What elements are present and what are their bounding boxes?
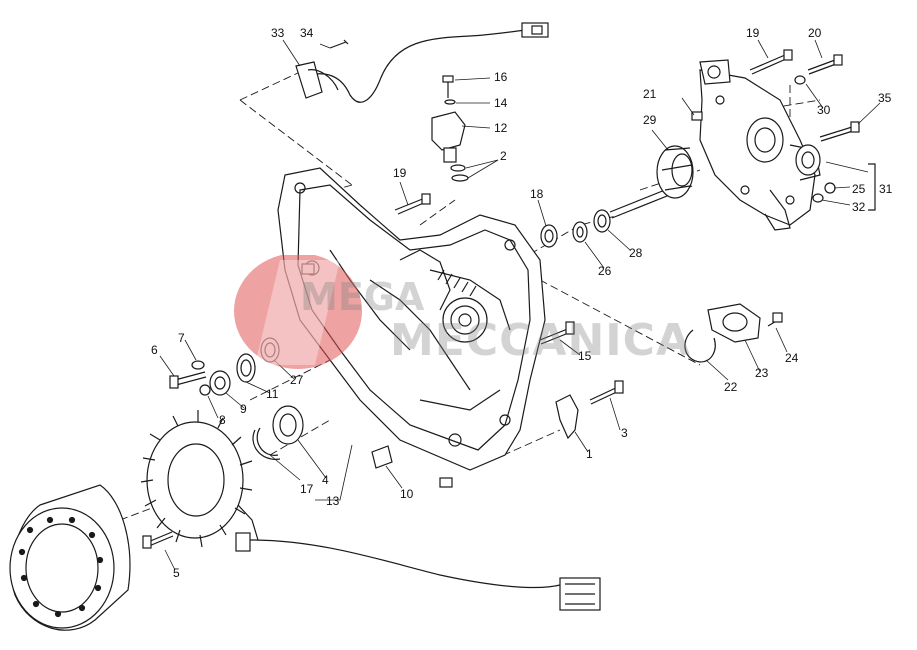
callout-26: 26 [598,264,612,278]
callout-16: 16 [494,70,508,84]
callout-5: 5 [173,566,180,580]
pickup-sensor-cable [295,22,549,103]
dowel-pin-top [301,263,315,275]
callout-4: 4 [322,473,329,487]
stator-screw [142,531,174,549]
callout-30: 30 [817,103,831,117]
pad-10 [371,445,393,469]
callout-19-left: 19 [393,166,407,180]
callout-14: 14 [494,96,508,110]
callout-23: 23 [755,366,769,380]
callout-24: 24 [785,351,799,365]
callout-10: 10 [400,487,414,501]
pump-impeller [656,145,694,199]
bearing-and-circlip [252,405,304,460]
callout-7: 7 [178,331,185,345]
callout-25: 25 [852,182,866,196]
cable-clamp-1 [555,380,624,440]
callout-3: 3 [621,426,628,440]
callout-22: 22 [724,380,738,394]
callout-31: 31 [879,182,893,196]
plug-cover-assembly [684,303,783,363]
callout-34: 34 [300,26,314,40]
callout-9: 9 [240,402,247,416]
generator-cover [277,167,546,471]
callout-15: 15 [578,349,592,363]
leader-lines [159,39,881,571]
callout-2: 2 [500,149,507,163]
callout-32: 32 [852,200,866,214]
callout-27: 27 [290,373,304,387]
callout-1: 1 [586,447,593,461]
callout-18: 18 [530,187,544,201]
sensor-assembly [431,75,469,182]
callout-28: 28 [629,246,643,260]
rotor-flywheel [9,484,131,631]
stator-cable [249,539,601,611]
screw-15 [539,321,575,345]
callout-33: 33 [271,26,285,40]
callout-11: 11 [266,387,279,401]
callout-12: 12 [494,121,508,135]
callout-29: 29 [643,113,657,127]
bracket-31 [868,163,876,211]
pump-shaft-and-seals [540,179,693,248]
callout-21: 21 [643,87,657,101]
callout-6: 6 [151,343,158,357]
callout-8: 8 [219,413,226,427]
callout-20: 20 [808,26,822,40]
callout-13: 13 [326,494,340,508]
callout-17: 17 [300,482,314,496]
screw-19-left [394,193,431,215]
left-small-parts [169,337,280,396]
stator [140,410,259,552]
pump-bolts [691,49,860,203]
dowel-pin [439,477,453,488]
callout-35: 35 [878,91,892,105]
callout-19-right: 19 [746,26,760,40]
water-pump-cover [699,59,821,231]
